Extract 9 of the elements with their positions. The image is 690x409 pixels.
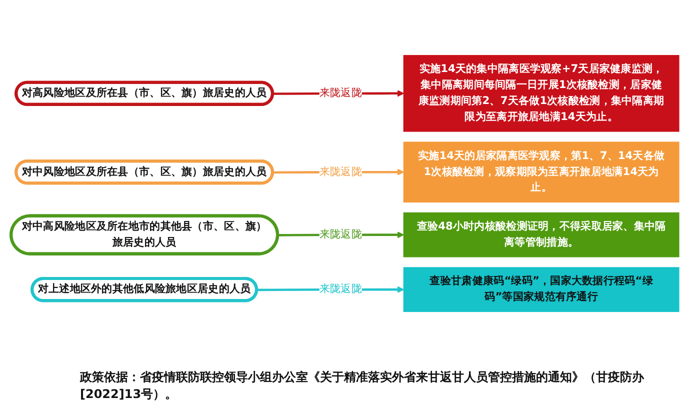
- node-box: 实施14天的集中隔离医学观察+7天居家健康监测，集中隔离期间每间隔一日开展1次核酸检测，居家健康监测期间第2、7天各做1次核酸检测，集中隔离期限为至离开旅居地满14天为止。: [403, 55, 680, 132]
- node-box: 实施14天的居家隔离医学观察，第1、7、14天各做1次核酸检测，观察期限为至离开旅居地满14天为止。: [403, 142, 680, 202]
- edge-label: 来陇返陇: [319, 86, 362, 100]
- node-box: 查验48小时内核酸检测证明，不得采取居家、集中隔离等管制措施。: [403, 212, 680, 258]
- node-box: 查验甘肃健康码“绿码”，国家大数据行程码“绿码”等国家规范有序通行: [403, 267, 680, 312]
- edge-label: 来陇返陇: [319, 166, 362, 178]
- edge-label: 来陇返陇: [319, 228, 362, 241]
- caption: 政策依据：省疫情联防联控领导小组办公室《关于精准落实外省来甘返甘人员管控措施的通知》（甘疫防办[2022]13号）。: [78, 369, 646, 403]
- edge-label: 来陇返陇: [319, 283, 362, 296]
